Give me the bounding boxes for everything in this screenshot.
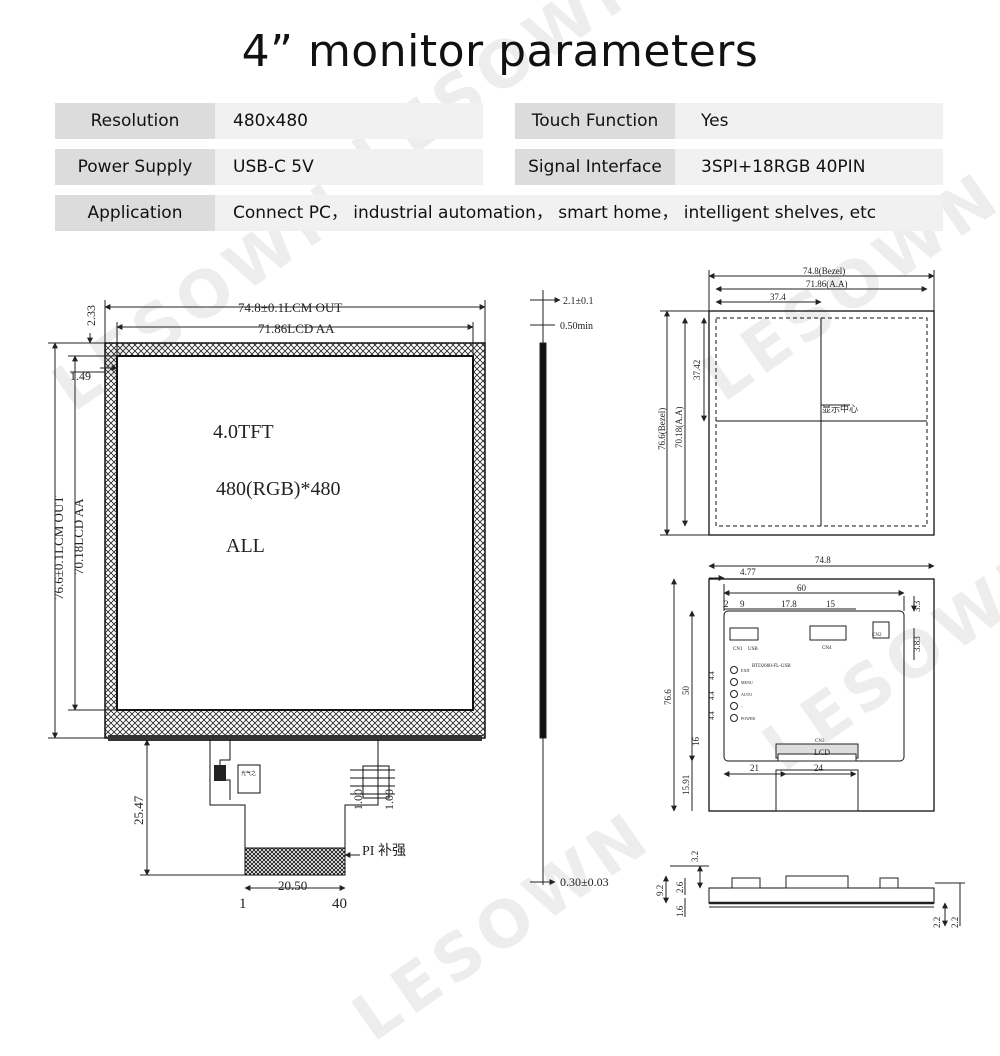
lcd-label: LCD (814, 748, 830, 757)
side-view-labels: 2.1±0.1 0.50min 0.30±0.03 (560, 296, 609, 889)
side-profile (539, 342, 547, 739)
dim-bezel-width: 74.8(Bezel) (803, 266, 845, 276)
stiffener-label: PI 补强 (362, 843, 406, 859)
dim-lcm-height: 76.6±0.1LCM OUT (51, 496, 66, 600)
dim-profile-c: 2.6 (675, 881, 685, 893)
pin-last: 40 (332, 896, 347, 912)
fpc-contacts (244, 847, 346, 876)
connector-1: CN1 (733, 647, 743, 652)
signal-value: 3SPI+18RGB 40PIN (675, 149, 943, 185)
power-label: Power Supply (55, 149, 215, 185)
application-value: Connect PC， industrial automation， smart… (215, 195, 943, 231)
dim-profile-b: 9.2 (655, 885, 665, 896)
pcb-view-labels: 74.8 4.77 60 2 9 17.8 15 3.3 3.83 76.6 5… (663, 555, 922, 795)
bezel-view-labels: 74.8(Bezel) 71.86(A.A) 37.4 37.42 76.6(B… (657, 266, 858, 450)
dim-d: 15 (826, 599, 836, 609)
dim-board-width: 60 (797, 583, 807, 593)
dim-aa-width-bezel: 71.86(A.A) (806, 279, 848, 289)
btn-label-minus: - (741, 704, 743, 709)
cn2-connector (872, 621, 890, 639)
dim-bezel-height: 76.6(Bezel) (657, 408, 667, 450)
dim-i: 21 (750, 763, 759, 773)
front-view-labels: 74.8±0.1LCM OUT 71.86LCD AA 2.33 1.49 76… (51, 300, 406, 912)
cable-stub (775, 769, 859, 812)
dim-fpc-length: 25.47 (131, 795, 146, 825)
dim-total-thickness: 2.1±0.1 (563, 296, 594, 307)
chip-label: 光气之 (241, 770, 256, 777)
resolution-label: Resolution (55, 103, 215, 139)
dim-top-offset: 2.33 (84, 305, 98, 326)
touch-value: Yes (675, 103, 943, 139)
dim-c: 17.8 (781, 599, 797, 609)
pcb-view (671, 563, 935, 812)
connector-3: CN3 (815, 739, 825, 744)
dim-aa-height-bezel: 70.18(A.A) (674, 407, 684, 449)
panel-resolution: 480(RGB)*480 (216, 478, 340, 500)
dim-left-offset: 1.49 (70, 369, 91, 383)
dim-board-height: 50 (681, 686, 691, 696)
dim-btn-2: 4.4 (708, 691, 716, 700)
dim-left-offset-pcb: 4.77 (740, 567, 756, 577)
dim-aa-width: 71.86LCD AA (258, 321, 335, 336)
usb-connector (729, 627, 759, 641)
btn-label-exit: EXIT (741, 668, 751, 673)
dim-total-width-pcb: 74.8 (815, 555, 831, 565)
dim-f: 3.83 (912, 636, 922, 652)
side-view (530, 290, 561, 885)
dim-half-height: 37.42 (692, 360, 702, 380)
dim-lcm-width: 74.8±0.1LCM OUT (238, 300, 342, 315)
front-view (48, 300, 486, 891)
dim-j: 24 (814, 763, 824, 773)
connector-2: CN2 (872, 633, 882, 638)
btn-label-power: POWER (741, 716, 755, 721)
dim-profile-a: 3.2 (690, 851, 700, 862)
resolution-value: 480x480 (215, 103, 483, 139)
dim-b: 9 (740, 599, 745, 609)
dim-pitch-b: 1.00 (382, 789, 396, 810)
dim-profile-e: 2.2 (932, 917, 942, 928)
pin-first: 1 (239, 896, 247, 912)
bottom-profile (663, 865, 965, 927)
dim-profile-d: 1.6 (675, 905, 685, 917)
dim-aa-height: 70.18LCD AA (71, 498, 86, 575)
dim-g: 16 (691, 737, 701, 747)
technical-drawings: 74.8±0.1LCM OUT 71.86LCD AA 2.33 1.49 76… (48, 266, 965, 928)
dim-profile-f: 2.2 (950, 917, 960, 928)
center-label: 显示中心 (822, 403, 858, 414)
dim-e: 3.3 (912, 600, 922, 612)
dim-total-height: 76.6 (663, 689, 673, 705)
dim-h: 15.91 (681, 775, 691, 795)
board-id: RTD2660-FL-USB (752, 664, 791, 669)
bezel-outline (708, 310, 935, 536)
dim-pitch-a: 1.00 (351, 789, 365, 810)
panel-name: 4.0TFT (213, 421, 274, 443)
page-title: 4” monitor parameters (241, 26, 759, 77)
dim-btn-3: 4.4 (708, 711, 716, 720)
power-value: USB-C 5V (215, 149, 483, 185)
dim-half-width: 37.4 (770, 292, 786, 302)
cn4-connector (809, 625, 847, 641)
connector-4: CN4 (822, 646, 832, 651)
dim-a: 2 (724, 599, 729, 609)
btn-label-menu: MENU (741, 680, 753, 685)
panel-view: ALL (226, 535, 265, 557)
dim-fpc-thickness: 0.30±0.03 (560, 875, 609, 889)
application-label: Application (55, 195, 215, 231)
dim-btn-1: 4.4 (708, 671, 716, 680)
active-area (116, 355, 474, 711)
btn-label-auto: AUTO (741, 692, 752, 697)
connector-usb: USB (748, 647, 758, 652)
dim-min: 0.50min (560, 321, 593, 332)
bezel-view (660, 270, 935, 536)
touch-label: Touch Function (515, 103, 675, 139)
profile-body (708, 887, 935, 904)
bottom-profile-labels: 3.2 9.2 2.6 1.6 2.2 2.2 (655, 851, 960, 928)
dim-fpc-width: 20.50 (278, 878, 307, 893)
signal-label: Signal Interface (515, 149, 675, 185)
